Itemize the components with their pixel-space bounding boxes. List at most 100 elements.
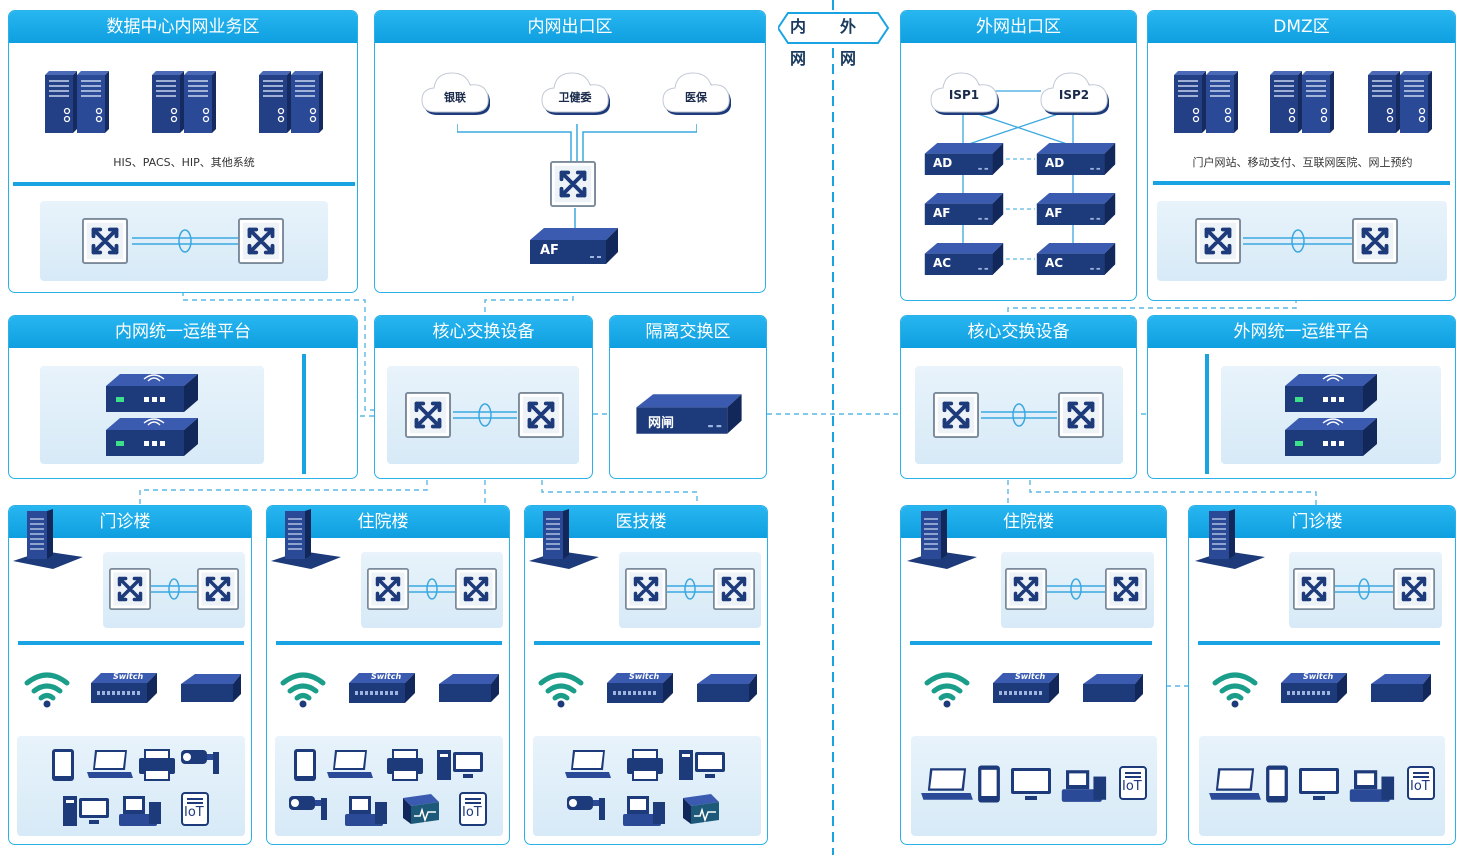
zone-title: 核心交换设备: [901, 316, 1136, 348]
printer-icon: [385, 748, 425, 782]
access-switch-panel: [1289, 552, 1442, 628]
gateway-box-icon: [693, 672, 759, 704]
core-switch-icon: [405, 392, 451, 438]
switch-icon: [109, 568, 151, 610]
dmz-caption: 门户网站、移动支付、互联网医院、网上预约: [1192, 156, 1413, 169]
phone-icon: [977, 764, 1001, 804]
zone-intranet-exit: 内网出口区 银联 卫健委 医保 AF: [374, 10, 766, 293]
bus-line: [1205, 354, 1209, 474]
bus-line: [302, 354, 306, 474]
af-device-icon: AF: [923, 191, 1005, 227]
core-panel: [387, 366, 579, 464]
switch-icon: [367, 568, 409, 610]
pos-terminal-icon: [1347, 766, 1399, 804]
desktop-pc-icon: [677, 746, 727, 782]
zone-isolation: 隔离交换区 网闸: [609, 315, 767, 479]
switch-icon: [713, 568, 755, 610]
terminal-panel: IoT: [911, 736, 1157, 836]
ac-device-icon: AC: [923, 241, 1005, 277]
zone-datacenter: 数据中心内网业务区 HIS、PACS、HIP、其他系统: [8, 10, 358, 293]
ops-server-icon: [104, 372, 200, 416]
switch-icon: [197, 568, 239, 610]
access-switch-icon: Switch: [991, 671, 1061, 705]
pos-terminal-icon: [343, 792, 391, 828]
zone-title: 数据中心内网业务区: [9, 11, 357, 43]
camera-icon: [179, 746, 225, 778]
server-icon: [1170, 69, 1242, 135]
ecg-monitor-icon: [401, 792, 441, 826]
ops-server-icon: [1283, 416, 1379, 460]
camera-icon: [287, 792, 333, 824]
pos-terminal-icon: [117, 792, 165, 828]
exit-switch-icon: [550, 161, 596, 207]
access-switch-icon: Switch: [605, 671, 675, 705]
desktop-pc-icon: [61, 792, 111, 828]
bus-line: [910, 641, 1152, 645]
terminal-panel: IoT: [1199, 736, 1445, 836]
core-switch-icon: [238, 218, 284, 264]
zone-extranet-core: 核心交换设备: [900, 315, 1137, 479]
desktop-pc-icon: [435, 746, 485, 782]
link-aggregation-icon: [1335, 578, 1393, 600]
pos-terminal-icon: [621, 792, 669, 828]
wifi-icon: [537, 671, 585, 709]
access-switch-panel: [619, 552, 761, 628]
core-panel: [915, 366, 1123, 464]
link-aggregation-icon: [667, 578, 713, 600]
zone-title: 内网统一运维平台: [9, 316, 357, 348]
laptop-icon: [1209, 766, 1261, 802]
switch-icon: [1293, 568, 1335, 610]
iot-icon: IoT: [459, 792, 487, 826]
bus-line: [13, 182, 355, 186]
wifi-icon: [923, 671, 971, 709]
ecg-monitor-icon: [681, 792, 721, 826]
iot-icon: IoT: [1407, 766, 1435, 800]
tablet-icon: [51, 748, 75, 782]
switch-icon: [455, 568, 497, 610]
bus-line: [18, 641, 244, 645]
switch-panel: [1157, 201, 1447, 281]
zone-inpatient-building: 住院楼 Switch IoT: [266, 505, 510, 845]
access-switch-panel: [1001, 552, 1154, 628]
wifi-icon: [279, 671, 327, 709]
zone-title: 内网出口区: [375, 11, 765, 43]
zone-title: 核心交换设备: [375, 316, 592, 348]
switch-icon: [1393, 568, 1435, 610]
monitor-icon: [1009, 766, 1053, 802]
iot-icon: IoT: [181, 792, 209, 826]
gateway-icon: 网闸: [634, 392, 744, 436]
pos-terminal-icon: [1059, 766, 1111, 804]
laptop-icon: [921, 766, 973, 802]
core-switch-icon: [1058, 392, 1104, 438]
ops-panel: [1221, 366, 1441, 464]
laptop-icon: [327, 748, 373, 780]
laptop-icon: [87, 748, 133, 780]
core-switch-icon: [518, 392, 564, 438]
bus-line: [1153, 181, 1450, 185]
bus-line: [534, 641, 760, 645]
link-aggregation-icon: [151, 578, 197, 600]
zone-intranet-ops: 内网统一运维平台: [8, 315, 358, 479]
core-switch-icon: [933, 392, 979, 438]
iot-icon: IoT: [1119, 766, 1147, 800]
building-server-icon: [271, 509, 341, 569]
intranet-label: 内网: [790, 17, 807, 68]
wifi-icon: [1211, 671, 1259, 709]
printer-icon: [625, 748, 665, 782]
access-switch-panel: [103, 552, 245, 628]
isp-links: [962, 90, 1074, 260]
building-server-icon: [907, 509, 977, 569]
access-switch-icon: Switch: [89, 671, 159, 705]
link-aggregation-icon: [981, 403, 1057, 427]
building-server-icon: [13, 509, 83, 569]
building-server-icon: [529, 509, 599, 569]
monitor-icon: [1297, 766, 1341, 802]
zone-title: 外网统一运维平台: [1148, 316, 1455, 348]
bus-line: [1198, 641, 1440, 645]
ac-device-icon: AC: [1035, 241, 1117, 277]
link-aggregation-icon: [1243, 229, 1353, 253]
isp-cloud-icon: ISP1: [929, 68, 999, 118]
cloud-icon: 卫健委: [540, 68, 610, 118]
zone-title: 外网出口区: [901, 11, 1136, 43]
access-switch-icon: Switch: [1279, 671, 1349, 705]
